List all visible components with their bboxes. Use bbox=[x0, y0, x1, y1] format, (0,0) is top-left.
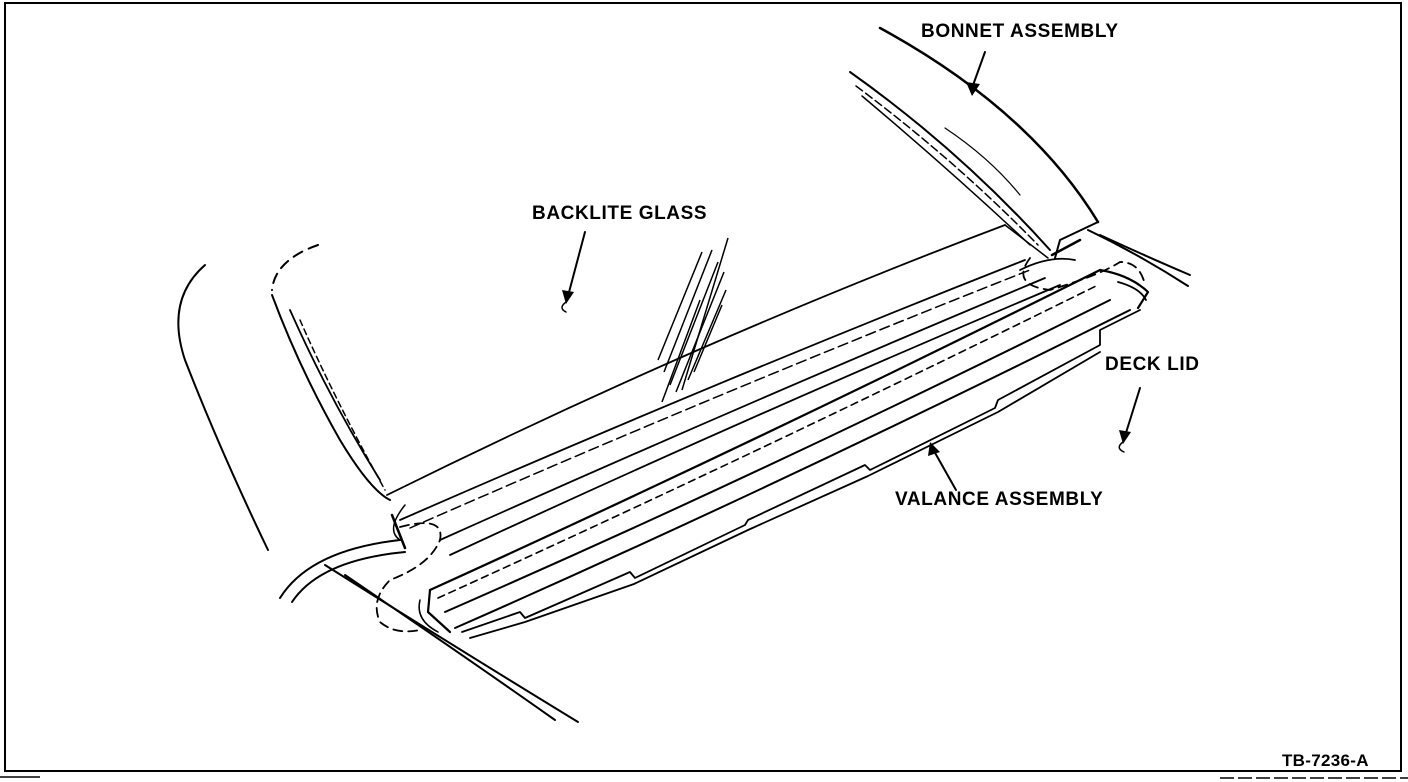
left-body-drawing bbox=[177, 244, 579, 723]
figure-number: TB-7236-A bbox=[1282, 751, 1369, 770]
valance-assembly-drawing bbox=[418, 268, 1150, 639]
bonnet-assembly-drawing bbox=[849, 26, 1191, 287]
bonnet-assembly-label: BONNET ASSEMBLY bbox=[921, 21, 1119, 42]
deck-lid-label: DECK LID bbox=[1105, 354, 1200, 375]
leader-arrows bbox=[561, 51, 1141, 491]
backlite-glass-label: BACKLITE GLASS bbox=[532, 203, 708, 224]
glass-reflection-hatch bbox=[657, 237, 729, 403]
bottom-edge-marks bbox=[0, 776, 1408, 779]
valance-assembly-label: VALANCE ASSEMBLY bbox=[895, 489, 1104, 510]
detail-callouts bbox=[375, 257, 1146, 633]
backlite-glass-drawing bbox=[386, 224, 1049, 496]
figure-frame bbox=[4, 2, 1402, 772]
molding-drawing bbox=[399, 259, 1061, 556]
